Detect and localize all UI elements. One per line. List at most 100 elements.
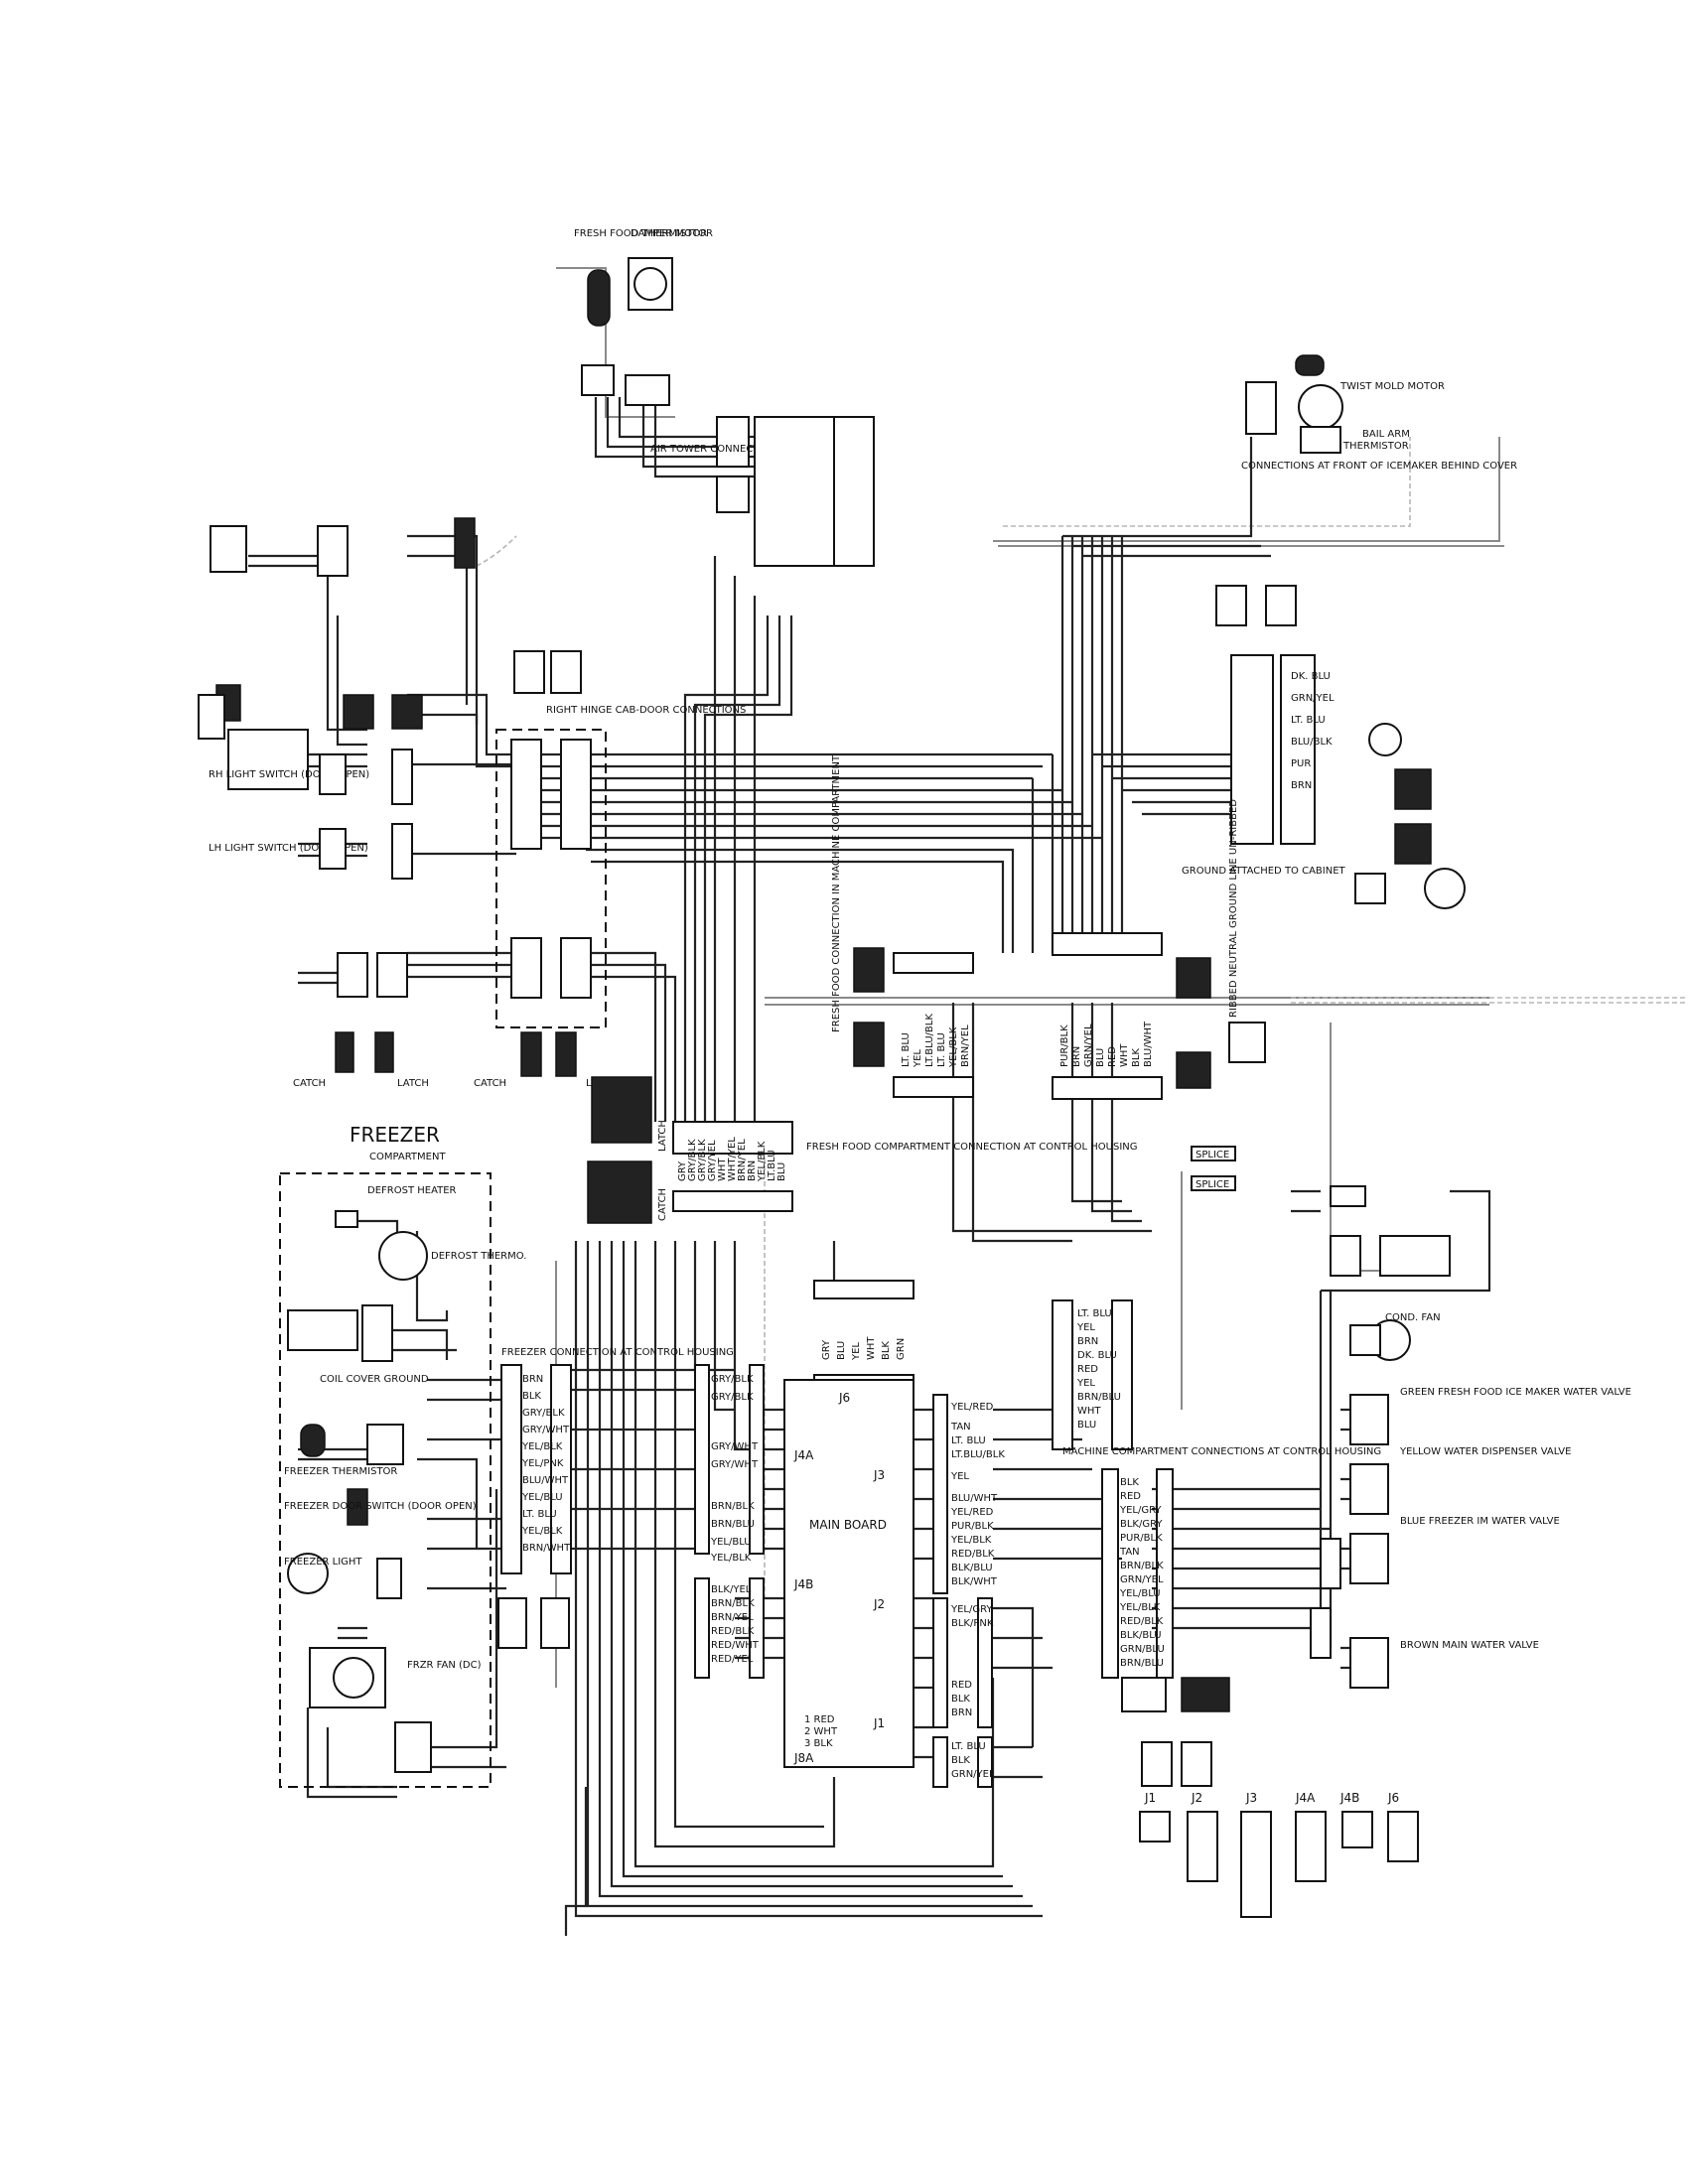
freezer-compartment: FREEZER COMPARTMENT DEFROST HEATER DEFRO… (279, 1123, 526, 1788)
svg-text:GRY/WHT: GRY/WHT (711, 1441, 759, 1452)
ff-control-label: FRESH FOOD COMPARTMENT CONNECTION AT CON… (806, 1142, 1138, 1153)
svg-text:GRY: GRY (677, 1160, 688, 1181)
svg-text:RED: RED (1120, 1491, 1141, 1502)
j4a-label: J4A (793, 1448, 814, 1462)
svg-text:RED/YEL: RED/YEL (711, 1654, 754, 1665)
svg-text:BLK: BLK (951, 1694, 970, 1705)
svg-text:WHT/YEL: WHT/YEL (727, 1137, 738, 1181)
main-wires (248, 397, 1491, 1936)
svg-text:BLK/YEL: BLK/YEL (711, 1584, 752, 1595)
svg-text:PUR/BLK: PUR/BLK (1120, 1533, 1163, 1544)
mid-right-connector: LT. BLU YEL BRN DK. BLU RED YEL BRN/BLU … (1052, 1299, 1133, 1450)
splice-2-label: SPLICE (1196, 1179, 1229, 1190)
svg-text:LT. BLU: LT. BLU (901, 1032, 912, 1067)
svg-text:GRY/BLK: GRY/BLK (687, 1139, 698, 1181)
ff-machine-connection: FRESH FOOD CONNECTION IN MACHINE COMPART… (831, 754, 974, 1098)
svg-text:TAN: TAN (950, 1422, 971, 1433)
mullion-heater (198, 517, 476, 790)
svg-text:BRN: BRN (1077, 1336, 1098, 1347)
svg-text:GRY/BLK: GRY/BLK (711, 1392, 754, 1403)
svg-text:LT.BLU/BLK: LT.BLU/BLK (924, 1014, 935, 1067)
icemaker-connections: CONNECTIONS AT FRONT OF ICEMAKER BEHIND … (1182, 461, 1517, 909)
svg-text:GRN: GRN (896, 1338, 907, 1360)
machine-comp-label: MACHINE COMPARTMENT CONNECTIONS AT CONTR… (1062, 1446, 1381, 1457)
svg-text:BRN/BLU: BRN/BLU (1120, 1658, 1164, 1669)
svg-text:3 BLK: 3 BLK (804, 1738, 833, 1749)
splice-labels: SPLICE SPLICE (1191, 1146, 1236, 1191)
svg-text:BLU/WHT: BLU/WHT (1143, 1021, 1154, 1067)
key-j3-label: J3 (1245, 1791, 1257, 1805)
svg-text:BLK: BLK (951, 1755, 970, 1766)
svg-text:BLK/BLU: BLK/BLU (951, 1563, 993, 1573)
svg-text:RED/BLK: RED/BLK (1120, 1616, 1164, 1627)
key-j1-label: J1 (1144, 1791, 1156, 1805)
air-tower-connection: AIR TOWER CONNECTION (650, 416, 875, 567)
svg-text:BLU: BLU (1095, 1048, 1106, 1067)
svg-text:LT. BLU: LT. BLU (951, 1741, 986, 1752)
j6-label: J6 (838, 1391, 850, 1405)
green-valve-label: GREEN FRESH FOOD ICE MAKER WATER VALVE (1400, 1387, 1631, 1398)
coil-cover-ground-label: COIL COVER GROUND (320, 1374, 429, 1385)
svg-text:YEL: YEL (913, 1049, 923, 1068)
right-hinge-connections: RIGHT HINGE CAB-DOOR CONNECTIONS (495, 650, 746, 1028)
cond-fan-label: COND. FAN (1385, 1312, 1441, 1323)
svg-text:BRN/BLU: BRN/BLU (711, 1519, 755, 1530)
svg-text:BLK/GRY: BLK/GRY (1120, 1519, 1163, 1530)
svg-text:BRN: BRN (522, 1374, 543, 1385)
catch-3-label: CATCH (657, 1188, 668, 1221)
svg-text:GRY/YEL: GRY/YEL (707, 1140, 718, 1181)
icemaker-connections-label: CONNECTIONS AT FRONT OF ICEMAKER BEHIND … (1241, 461, 1517, 472)
svg-text:BRN/BLU: BRN/BLU (1077, 1392, 1121, 1403)
svg-text:YEL/BLU: YEL/BLU (710, 1537, 752, 1548)
machine-compartment-connections: MACHINE COMPARTMENT CONNECTIONS AT CONTR… (1062, 1446, 1381, 1787)
svg-text:BLK/WHT: BLK/WHT (951, 1576, 998, 1587)
key-j4b-label: J4B (1339, 1791, 1359, 1805)
svg-text:YEL/BLK: YEL/BLK (948, 1026, 959, 1068)
svg-text:BRN: BRN (951, 1707, 972, 1718)
svg-text:WHT: WHT (866, 1336, 877, 1360)
fresh-food-thermistor-label: FRESH FOOD THERMISTOR (574, 228, 707, 239)
damper-motor: DAMPER MOTOR (625, 228, 713, 406)
j1-label: J1 (873, 1716, 885, 1730)
svg-text:GRN/YEL: GRN/YEL (1291, 693, 1335, 704)
connector-key: J1 J2 J3 J4A J4B J6 (1139, 1791, 1419, 1918)
j2-label: J2 (873, 1597, 885, 1611)
svg-text:2 WHT: 2 WHT (804, 1726, 838, 1737)
svg-text:YEL/BLK: YEL/BLK (521, 1526, 563, 1537)
svg-text:GRY: GRY (821, 1339, 832, 1360)
svg-text:DK. BLU: DK. BLU (1291, 671, 1331, 682)
lh-light-switch-label: LH LIGHT SWITCH (DOOR OPEN) (209, 843, 368, 854)
freezer-compartment-label: COMPARTMENT (369, 1152, 446, 1162)
svg-text:RED: RED (1107, 1046, 1118, 1067)
svg-text:YEL/BLK: YEL/BLK (757, 1141, 768, 1182)
svg-text:BRN/BLK: BRN/BLK (1120, 1561, 1164, 1571)
key-j4a-label: J4A (1295, 1791, 1316, 1805)
lh-light-switch: LH LIGHT SWITCH (DOOR OPEN) (209, 823, 413, 880)
twist-mold-motor-label: TWIST MOLD MOTOR (1339, 381, 1445, 392)
blue-valve-label: BLUE FREEZER IM WATER VALVE (1400, 1516, 1560, 1527)
rh-light-switch-label: RH LIGHT SWITCH (DOOR OPEN) (209, 769, 369, 780)
svg-text:RED/WHT: RED/WHT (711, 1640, 760, 1651)
svg-text:LT. BLU: LT. BLU (936, 1032, 947, 1067)
svg-text:LT. BLU: LT. BLU (1077, 1308, 1112, 1319)
svg-text:WHT: WHT (1119, 1043, 1130, 1067)
fresh-food-thermistor: FRESH FOOD THERMISTOR (574, 228, 707, 396)
rh-light-switch: RH LIGHT SWITCH (DOOR OPEN) (209, 749, 413, 805)
ff-control-housing: GRY GRY/BLK GRY/BLK GRY/YEL WHT WHT/YEL … (672, 1121, 1138, 1212)
key-j2-label: J2 (1191, 1791, 1202, 1805)
right-hinge-label: RIGHT HINGE CAB-DOOR CONNECTIONS (546, 705, 746, 716)
svg-text:BRN/WHT: BRN/WHT (522, 1543, 571, 1554)
svg-text:PUR/BLK: PUR/BLK (1059, 1024, 1070, 1067)
j4a-wires: GRY/BLK GRY/BLK GRY/WHT GRY/WHT BRN/BLK … (694, 1364, 765, 1564)
svg-text:YEL/BLK: YEL/BLK (710, 1553, 752, 1564)
j6-connector-top: GRY BLU YEL WHT BLK GRN (813, 1280, 914, 1394)
catch-latch-ff: LATCH CATCH (587, 1076, 668, 1224)
svg-text:GRN/YEL: GRN/YEL (1083, 1024, 1094, 1067)
j3-wires: YEL/RED TAN LT. BLU LT.BLU/BLK YEL BLU/W… (932, 1394, 1005, 1594)
svg-text:WHT: WHT (717, 1158, 728, 1181)
svg-text:BLK: BLK (1120, 1477, 1139, 1488)
svg-text:YEL/BLK: YEL/BLK (1119, 1602, 1161, 1613)
svg-text:BLU: BLU (1077, 1420, 1096, 1431)
bail-arm-label: BAIL ARM (1362, 429, 1410, 440)
